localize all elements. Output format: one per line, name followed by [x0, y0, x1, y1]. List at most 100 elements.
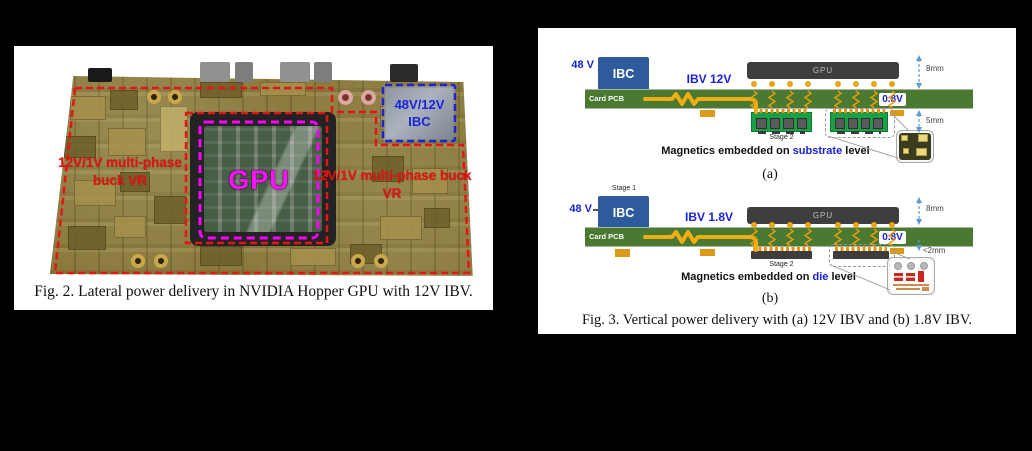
board-component — [200, 82, 242, 98]
board-component — [380, 216, 422, 240]
ibc-box-a: IBC — [598, 57, 649, 90]
dimension-8mm-b: 8mm — [926, 204, 944, 213]
ibc-label: 48V/12V IBC — [394, 97, 445, 129]
mounting-hole — [154, 254, 168, 268]
output-voltage-a: 0.8V — [879, 93, 906, 106]
module-pins — [754, 109, 809, 113]
die-level-bar — [751, 251, 812, 259]
module-chip — [873, 118, 883, 129]
magnetics-prefix-b: Magnetics embedded on — [681, 271, 813, 283]
figure3-caption: Fig. 3. Vertical power delivery with (a)… — [581, 312, 973, 328]
solder-pad — [700, 110, 715, 117]
inset-trace — [922, 287, 929, 291]
die-magnetics-inset — [887, 257, 935, 295]
inset-trace — [896, 288, 920, 290]
input-voltage-label-a: 48 V — [571, 59, 594, 71]
gpu-bar-a: GPU — [747, 62, 899, 79]
mounting-hole — [374, 254, 388, 268]
module-chip — [835, 118, 845, 129]
solder-pad — [700, 249, 715, 256]
board-component — [108, 128, 146, 156]
die-bar-pins — [753, 247, 811, 251]
inset-magnetic — [894, 273, 903, 281]
dimension-2mm-b: <2mm — [923, 246, 946, 255]
die-closeup — [890, 260, 932, 292]
card-pcb-b: Card PCB — [585, 227, 973, 247]
stage2-label-a: Stage 2 — [769, 134, 794, 141]
board-component — [68, 226, 106, 250]
mounting-hole — [168, 90, 182, 104]
magnetics-caption-b: Magnetics embedded on die level — [616, 271, 921, 283]
stage2-module — [830, 109, 888, 134]
board-component — [154, 196, 186, 224]
card-pcb-a: Card PCB — [585, 89, 973, 109]
board-component — [260, 82, 306, 96]
module-chip — [860, 118, 871, 129]
figure2-caption: Fig. 2. Lateral power delivery in NVIDIA… — [34, 283, 473, 300]
left-vr-label: 12V/1V multi-phase buck VR — [58, 155, 182, 188]
ibv-label-a: IBV 12V — [686, 72, 732, 86]
inset-trace — [893, 284, 929, 286]
module-chip — [756, 118, 767, 129]
dimension-8mm-a: 8mm — [926, 64, 944, 73]
module-feet — [837, 131, 881, 134]
board-component — [70, 96, 106, 120]
magnetics-highlight-a: substrate — [792, 145, 843, 157]
die-bar-pins — [835, 247, 887, 251]
inset-via — [907, 262, 915, 270]
module-chip — [796, 118, 807, 129]
inset-pad — [916, 148, 927, 156]
module-chip — [847, 118, 858, 129]
solder-pad — [615, 249, 630, 257]
board-component — [114, 216, 146, 238]
board-connector — [390, 64, 418, 82]
module-chip — [783, 118, 794, 129]
board-component — [424, 208, 450, 228]
gpu-bumps-a — [751, 81, 895, 87]
sublabel-a: (a) — [762, 167, 778, 182]
board-connector — [88, 68, 112, 82]
ibc-box-b: IBC — [598, 196, 649, 229]
ibv-label-b: IBV 1.8V — [684, 210, 734, 224]
magnetics-suffix-b: level — [828, 271, 856, 283]
card-pcb-label-b: Card PCB — [589, 232, 625, 241]
inset-pad — [918, 134, 928, 142]
dimension-5mm-a: 5mm — [926, 116, 944, 125]
module-pins — [833, 109, 885, 113]
inset-via — [894, 262, 902, 270]
figure2-panel: 12V/1V multi-phase buck VR 12V/1V multi-… — [14, 46, 493, 310]
input-voltage-label-b: 48 V — [569, 203, 592, 215]
gpu-bar-b: GPU — [747, 207, 899, 224]
figure3-panel: 48 V IBC Card PCB IBV 12V GPU 0.8V Stage… — [538, 28, 1016, 334]
mounting-hole — [147, 90, 161, 104]
stage2-module — [751, 109, 812, 134]
substrate-magnetics-inset — [896, 130, 934, 163]
inset-pad — [901, 135, 908, 141]
board-connector — [280, 62, 310, 82]
inset-pad — [903, 148, 909, 154]
inset-via — [920, 262, 928, 270]
board-connector — [314, 62, 332, 82]
module-feet — [758, 131, 805, 134]
module-chip — [769, 118, 780, 129]
board-component — [110, 90, 138, 110]
module-chips — [752, 113, 811, 129]
die-level-bar — [833, 251, 889, 259]
mounting-hole — [351, 254, 365, 268]
board-component — [200, 246, 242, 266]
mounting-hole — [361, 90, 376, 105]
board-connector — [235, 62, 253, 82]
card-pcb-label-a: Card PCB — [589, 94, 625, 103]
sublabel-b: (b) — [761, 291, 779, 306]
mounting-hole — [338, 90, 353, 105]
substrate-pcb-closeup — [899, 133, 931, 160]
output-voltage-b: 0.8V — [879, 231, 906, 244]
board-connector — [200, 62, 230, 82]
board-component — [160, 106, 188, 152]
solder-pad — [890, 248, 904, 254]
inset-magnetic — [918, 271, 924, 282]
magnetics-suffix-a: level — [842, 145, 870, 157]
magnetics-highlight-b: die — [812, 271, 829, 283]
module-chips — [831, 113, 887, 129]
